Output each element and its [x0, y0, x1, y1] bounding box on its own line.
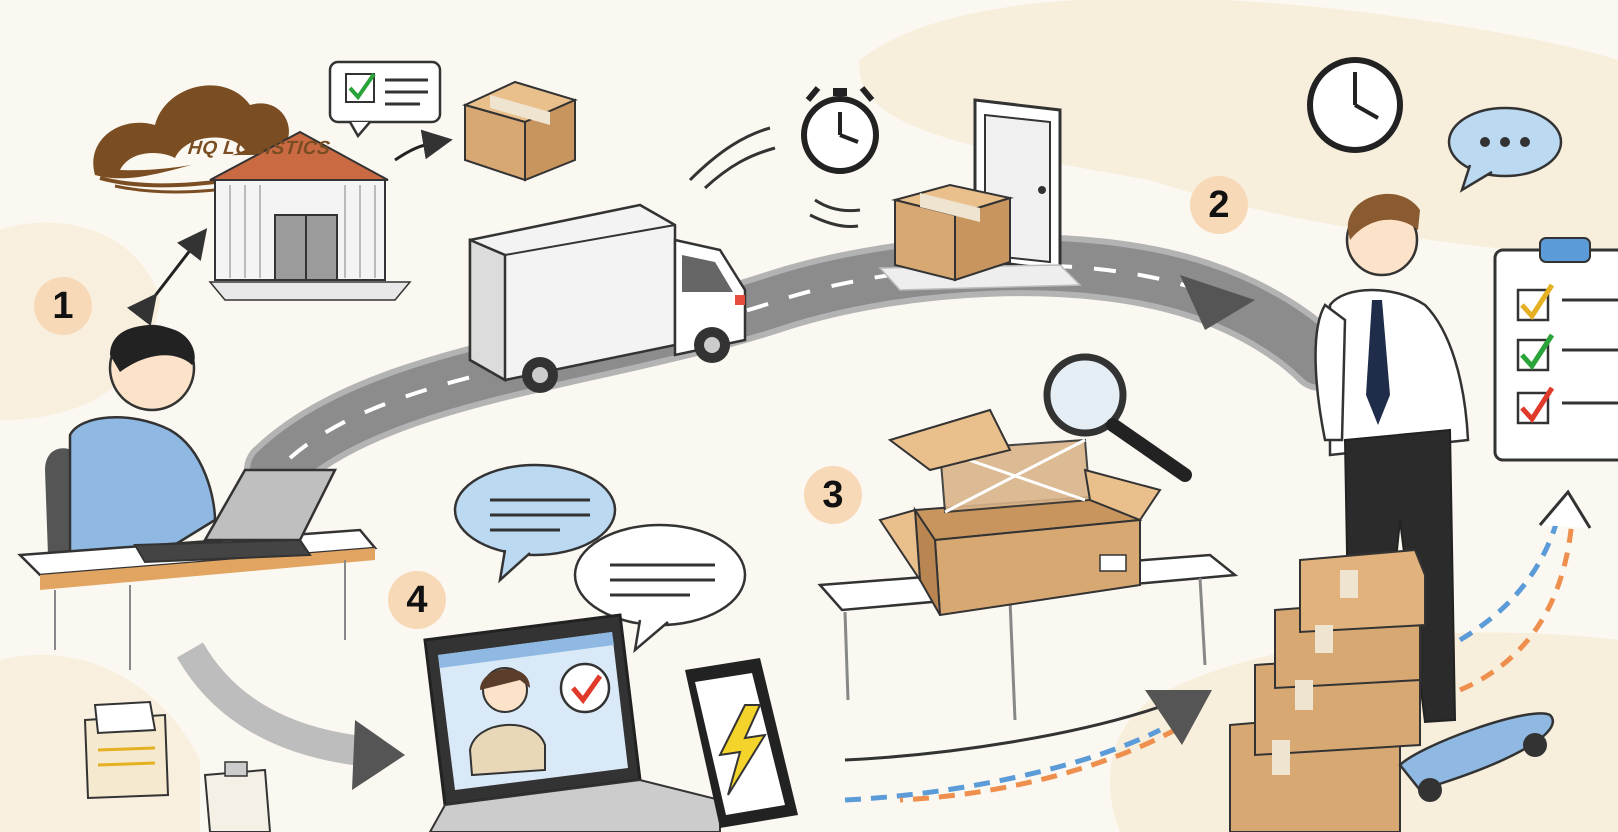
arrow-head-icon — [1538, 489, 1592, 529]
package-icon — [462, 80, 578, 182]
package-icon — [891, 183, 1014, 282]
delivery-truck-icon — [468, 203, 747, 393]
alarm-clock-icon — [801, 86, 879, 174]
dashed-arrow-icon — [844, 703, 1177, 803]
smartphone-bolt-icon — [685, 658, 798, 828]
message-bubble-icon — [453, 463, 617, 584]
magnifier-icon — [1043, 353, 1192, 482]
step-badge-1: 1 — [34, 277, 92, 335]
laptop-icon — [133, 468, 338, 564]
motion-lines-icon — [688, 126, 861, 229]
step-badge-4: 4 — [388, 571, 446, 629]
checklist-bubble-icon — [328, 60, 442, 139]
arrow-head-icon — [1145, 690, 1212, 745]
stacked-boxes-icon — [1229, 548, 1426, 832]
wall-clock-icon — [1307, 57, 1403, 153]
step-badge-2: 2 — [1190, 176, 1248, 234]
curved-arrow-icon — [176, 642, 405, 790]
document-folder-icon — [83, 700, 272, 832]
hand-dolly-icon — [1398, 712, 1555, 802]
chat-bubble-icon — [1447, 106, 1563, 193]
step-badge-3: 3 — [804, 466, 862, 524]
clipboard-checklist-icon — [1493, 237, 1618, 462]
video-call-laptop-icon — [423, 613, 721, 832]
dashed-arrow-icon — [1458, 509, 1575, 693]
two-way-arrow-icon — [126, 228, 208, 327]
road-icon — [244, 234, 1351, 501]
arrow-icon — [394, 129, 453, 162]
brand-logo-text: HQ LOGISTICS — [186, 138, 332, 159]
open-box-icon — [878, 408, 1162, 617]
message-bubble-icon — [573, 523, 747, 654]
warehouse-icon — [208, 130, 412, 301]
